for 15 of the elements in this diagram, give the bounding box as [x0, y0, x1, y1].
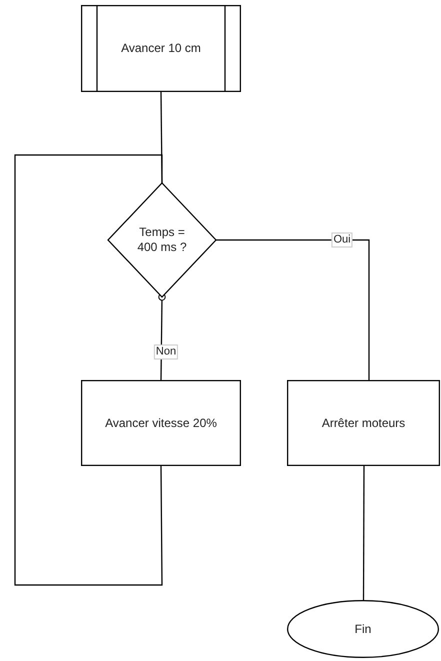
subroutine-box — [81, 5, 241, 92]
edge-label: Non — [154, 344, 178, 360]
connector-line — [14, 154, 163, 586]
node-text: Arrêter moteurs — [322, 416, 406, 430]
connector-line — [362, 466, 365, 600]
process-box — [287, 380, 440, 466]
process-box — [81, 380, 241, 466]
terminal-ellipse — [287, 600, 439, 658]
node-text: Avancer vitesse 20% — [105, 416, 217, 430]
node-text: Avancer 10 cm — [121, 41, 201, 56]
node-text: Fin — [354, 622, 372, 636]
decision-diamond — [108, 183, 216, 297]
connector-line — [216, 239, 370, 380]
node-text: Temps = 400 ms ? — [136, 225, 188, 255]
edge-label: Oui — [331, 232, 353, 248]
